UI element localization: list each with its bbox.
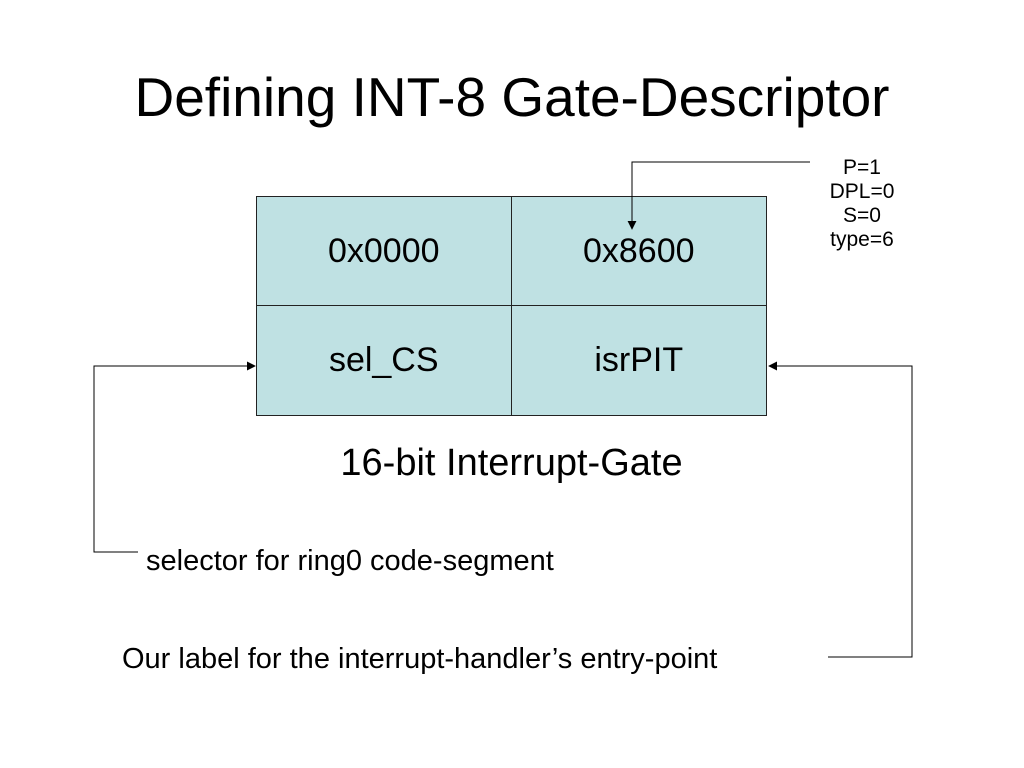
flag-type: type=6: [830, 228, 894, 251]
selector-note: selector for ring0 code-segment: [146, 545, 554, 577]
selector-note-arrow: [93, 361, 256, 553]
slide-title: Defining INT-8 Gate-Descriptor: [134, 66, 890, 128]
descriptor-cell-selector: sel_CS: [257, 306, 512, 415]
flag-dpl: DPL=0: [829, 180, 895, 203]
entry-point-note: Our label for the interrupt-handler’s en…: [122, 643, 718, 675]
flags-to-attributes-arrow: [627, 161, 810, 230]
flag-present: P=1: [843, 156, 881, 179]
descriptor-cell-attributes: 0x8600: [511, 197, 766, 306]
descriptor-caption: 16-bit Interrupt-Gate: [340, 442, 683, 484]
descriptor-cell-offset-low: isrPIT: [594, 341, 684, 379]
gate-descriptor-table: 0x0000 0x8600 sel_CS isrPIT: [256, 196, 767, 416]
flag-system: S=0: [843, 204, 881, 227]
entry-point-note-arrow: [768, 361, 913, 658]
attribute-flags: P=1 DPL=0 S=0 type=6: [812, 156, 912, 252]
descriptor-cell-offset-high: 0x0000: [257, 197, 512, 306]
